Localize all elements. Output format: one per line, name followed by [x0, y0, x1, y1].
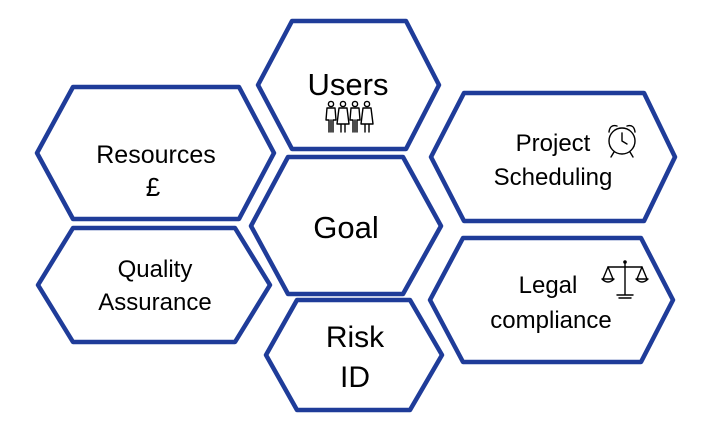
- risk-label-line1: Risk: [326, 321, 385, 354]
- legal-compliance-hexagon: [427, 235, 676, 365]
- users-label: Users: [308, 67, 389, 102]
- project-label-line2: Scheduling: [494, 164, 613, 191]
- quality-assurance-hexagon: [35, 225, 273, 345]
- goal-label: Goal: [313, 210, 378, 245]
- legal-label-line1: Legal: [519, 272, 578, 299]
- alarm-clock-icon: [608, 124, 636, 158]
- legal-compliance-node: Legal compliance: [427, 235, 676, 365]
- users-hexagon: [255, 18, 442, 152]
- people-group-icon: [325, 100, 374, 133]
- resources-hexagon: [34, 84, 277, 222]
- scales-of-justice-icon: [601, 260, 649, 299]
- legal-label-line2: compliance: [490, 307, 611, 334]
- users-node: Users: [255, 18, 442, 152]
- risk-label-line2: ID: [340, 361, 370, 394]
- goal-hexagon: [248, 154, 444, 297]
- pound-sign-icon: £: [146, 172, 161, 202]
- project-scheduling-hexagon: [428, 90, 678, 224]
- project-label-line1: Project: [516, 130, 591, 157]
- risk-id-node: Risk ID: [263, 297, 445, 413]
- resources-label: Resources: [96, 141, 216, 169]
- risk-id-hexagon: [263, 297, 445, 413]
- project-scheduling-node: Project Scheduling: [428, 90, 678, 224]
- resources-node: Resources £: [34, 84, 277, 222]
- quality-label-line2: Assurance: [98, 289, 211, 316]
- quality-label-line1: Quality: [118, 256, 193, 283]
- goal-node: Goal: [248, 154, 444, 297]
- quality-assurance-node: Quality Assurance: [35, 225, 273, 345]
